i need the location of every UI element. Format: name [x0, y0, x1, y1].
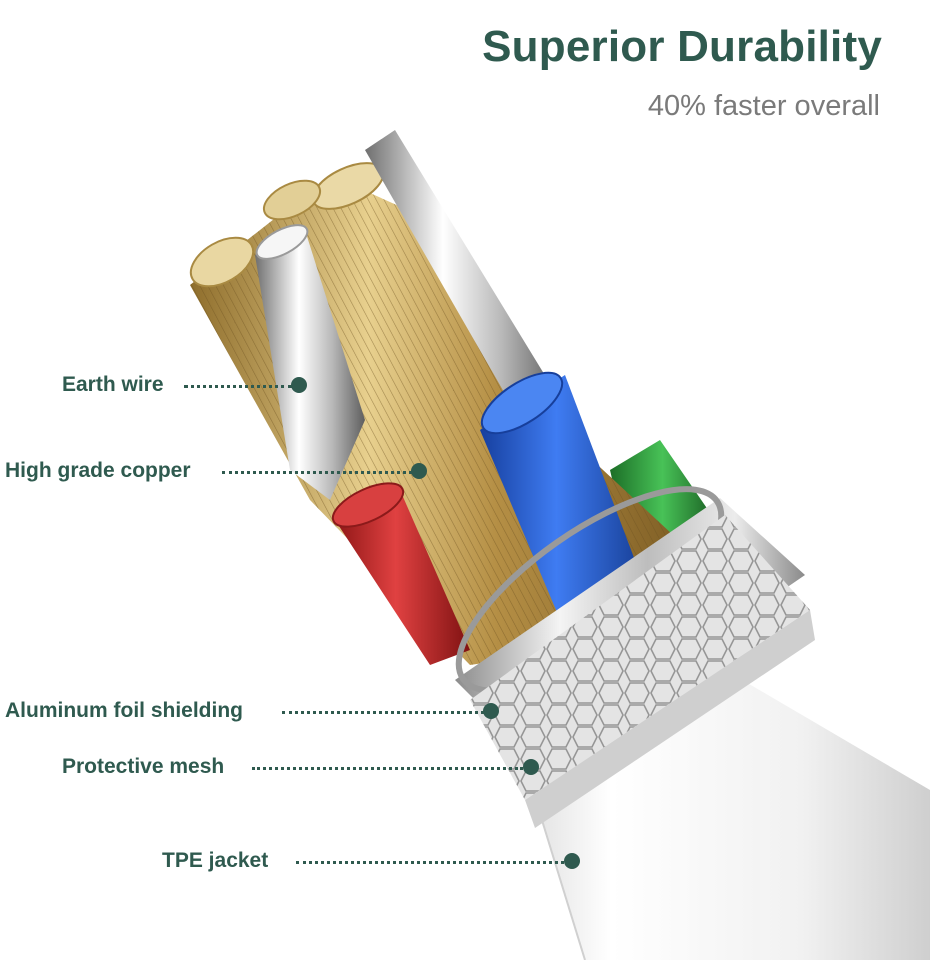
- callout-leader-high-grade-copper: [222, 471, 412, 474]
- callout-label-tpe-jacket: TPE jacket: [162, 849, 269, 872]
- callout-dot-tpe-jacket: [564, 853, 580, 869]
- page-subtitle: 40% faster overall: [647, 90, 880, 122]
- callout-label-high-grade-copper: High grade copper: [5, 459, 191, 482]
- callout-dot-earth-wire: [291, 377, 307, 393]
- callout-label-protective-mesh: Protective mesh: [62, 755, 225, 778]
- callout-dot-high-grade-copper: [411, 463, 427, 479]
- callout-leader-aluminum-foil-shielding: [282, 711, 484, 714]
- callout-label-earth-wire: Earth wire: [62, 373, 164, 396]
- page-title: Superior Durability: [482, 22, 882, 71]
- callout-dot-protective-mesh: [523, 759, 539, 775]
- callout-leader-protective-mesh: [252, 767, 523, 770]
- callout-leader-earth-wire: [184, 385, 292, 388]
- callout-label-aluminum-foil-shielding: Aluminum foil shielding: [5, 699, 243, 722]
- callout-leader-tpe-jacket: [296, 861, 564, 864]
- callout-dot-aluminum-foil-shielding: [483, 703, 499, 719]
